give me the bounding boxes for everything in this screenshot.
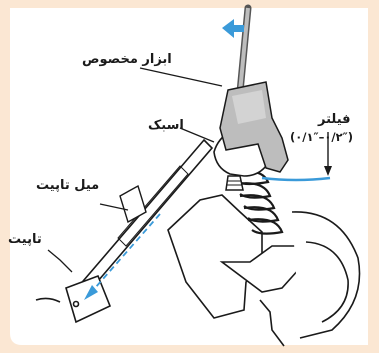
rocker-adjuster-nut xyxy=(226,176,243,190)
label-feeler: فیلتر xyxy=(318,112,351,127)
label-tappet: تاپیت xyxy=(8,232,42,247)
label-rocker-arm: اسبک xyxy=(148,118,184,133)
label-special-tool: ابزار مخصوص xyxy=(82,52,172,67)
label-pushrod: میل تاپیت xyxy=(36,178,99,193)
label-feeler-range: (۰/۱″–۰/۲″) xyxy=(290,130,353,144)
